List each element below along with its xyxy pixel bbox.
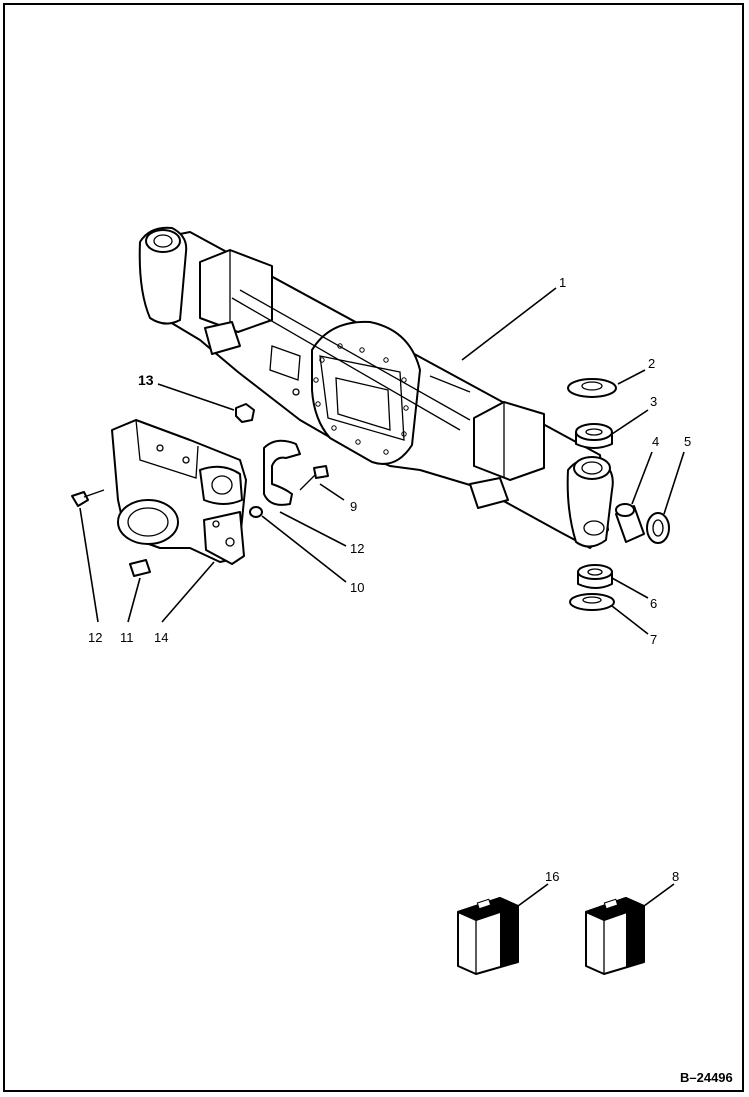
- washer-part-7: [569, 593, 615, 611]
- callout-3: 3: [650, 394, 657, 409]
- seal-part-5: [646, 512, 670, 544]
- callout-9: 9: [350, 499, 357, 514]
- nut-part-13: [235, 403, 255, 423]
- callout-5: 5: [684, 434, 691, 449]
- callout-12b: 12: [350, 541, 364, 556]
- callout-12: 12: [88, 630, 102, 645]
- bushing-part-6: [577, 564, 613, 589]
- axle-housing: [138, 226, 614, 549]
- bolt-part-12: [71, 489, 105, 507]
- sleeve-part-4: [615, 503, 645, 543]
- callout-6: 6: [650, 596, 657, 611]
- callout-10: 10: [350, 580, 364, 595]
- callout-7: 7: [650, 632, 657, 647]
- washer-part-2: [567, 378, 617, 398]
- callout-14: 14: [154, 630, 168, 645]
- figure-reference: B–24496: [680, 1070, 733, 1085]
- bushing-part-3: [575, 423, 613, 449]
- callout-labels: 1 2 3 4 5 6 7 13 9 12 10 12 11 14 16 8: [88, 275, 691, 884]
- hub-knuckle-assembly: [111, 419, 247, 565]
- pin-part-11: [129, 559, 151, 577]
- callout-4: 4: [652, 434, 659, 449]
- callout-13: 13: [138, 372, 154, 388]
- bolt-part-9: [299, 465, 329, 491]
- clamp-cap: [263, 439, 301, 506]
- washer-part-10: [249, 506, 263, 518]
- kit-box-16: [457, 897, 519, 975]
- callout-11: 11: [120, 630, 134, 645]
- leader-lines: [79, 287, 685, 907]
- callout-1: 1: [559, 275, 566, 290]
- callout-2: 2: [648, 356, 655, 371]
- callout-16: 16: [545, 869, 559, 884]
- callout-8: 8: [672, 869, 679, 884]
- kit-box-8: [585, 897, 645, 975]
